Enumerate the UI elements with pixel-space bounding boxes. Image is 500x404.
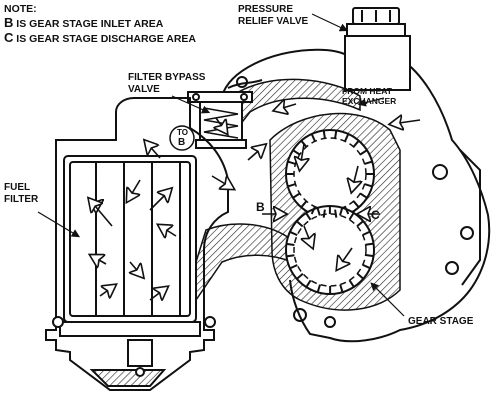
gear-tooth [334, 209, 338, 218]
gear-tooth [292, 192, 301, 199]
filter-bypass-label-2: VALVE [128, 84, 160, 95]
gear-tooth [339, 207, 344, 216]
from-heat-exchanger-label-2: EXCHANGER [342, 96, 397, 106]
to-b-label-1: TO [177, 128, 188, 137]
gear-tooth [316, 284, 321, 293]
to-b-label-2: B [178, 137, 186, 148]
gear-tooth [287, 183, 296, 188]
pressure-relief-label-2: RELIEF VALVE [238, 16, 309, 27]
pressure-relief-label-1: PRESSURE [238, 4, 294, 15]
gear-tooth [316, 207, 321, 216]
gear-tooth [322, 130, 326, 139]
gear-tooth [296, 220, 304, 228]
note-c-text: IS GEAR STAGE DISCHARGE AREA [13, 33, 196, 45]
gear-stage [285, 129, 375, 295]
gear-tooth [334, 130, 338, 139]
gear-tooth [344, 206, 350, 215]
gear-tooth [292, 149, 301, 156]
leader-lines [37, 13, 405, 317]
gear-tooth [289, 230, 298, 237]
note-b-text: IS GEAR STAGE INLET AREA [13, 18, 164, 30]
gear-tooth [359, 149, 368, 156]
gear-stage-label: GEAR STAGE [408, 316, 474, 327]
pressure-relief-valve [344, 7, 411, 91]
gear-tooth [365, 242, 374, 246]
gear-tooth [286, 254, 295, 258]
c-marker: C [371, 208, 380, 222]
note-c-letter: C [4, 30, 14, 45]
gear-tooth [348, 279, 355, 288]
gear-tooth [305, 212, 312, 221]
fuel-filter-label-2: FILTER [4, 194, 39, 205]
gear-tooth [339, 284, 344, 293]
note-heading: NOTE: [4, 3, 37, 15]
gear-tooth [362, 263, 371, 270]
pump-housing [221, 39, 491, 343]
from-heat-exchanger-label-1: FROM HEAT [342, 86, 392, 96]
note-line-c: C IS GEAR STAGE DISCHARGE AREA [4, 30, 196, 45]
hatched-passage-upper [231, 78, 361, 132]
to-b-circle [169, 125, 195, 151]
gear-tooth [364, 160, 373, 165]
gear-tooth [286, 242, 295, 246]
gear-tooth [305, 279, 312, 288]
gear-tooth [322, 209, 326, 218]
gear-tooth [348, 212, 355, 221]
gear-tooth [356, 272, 364, 280]
gear-tooth [289, 264, 298, 270]
filter-bypass-label-1: FILTER BYPASS [128, 72, 206, 83]
gear-tooth [364, 183, 373, 188]
gear-tooth [300, 200, 308, 208]
gear-tooth [362, 230, 371, 236]
flow-arrows [90, 104, 421, 300]
note-line-b: B IS GEAR STAGE INLET AREA [4, 15, 163, 30]
filter-bypass-valve [187, 91, 253, 149]
gear-tooth [344, 133, 350, 142]
gear-tooth [310, 206, 316, 215]
gear-tooth [300, 140, 308, 148]
gear-tooth [296, 272, 304, 280]
note-b-letter: B [4, 15, 14, 30]
gear-tooth [365, 254, 374, 258]
gear-tooth [310, 133, 316, 142]
fuel-filter-label-1: FUEL [4, 182, 31, 193]
gear-tooth [352, 140, 360, 148]
b-marker: B [256, 200, 265, 214]
